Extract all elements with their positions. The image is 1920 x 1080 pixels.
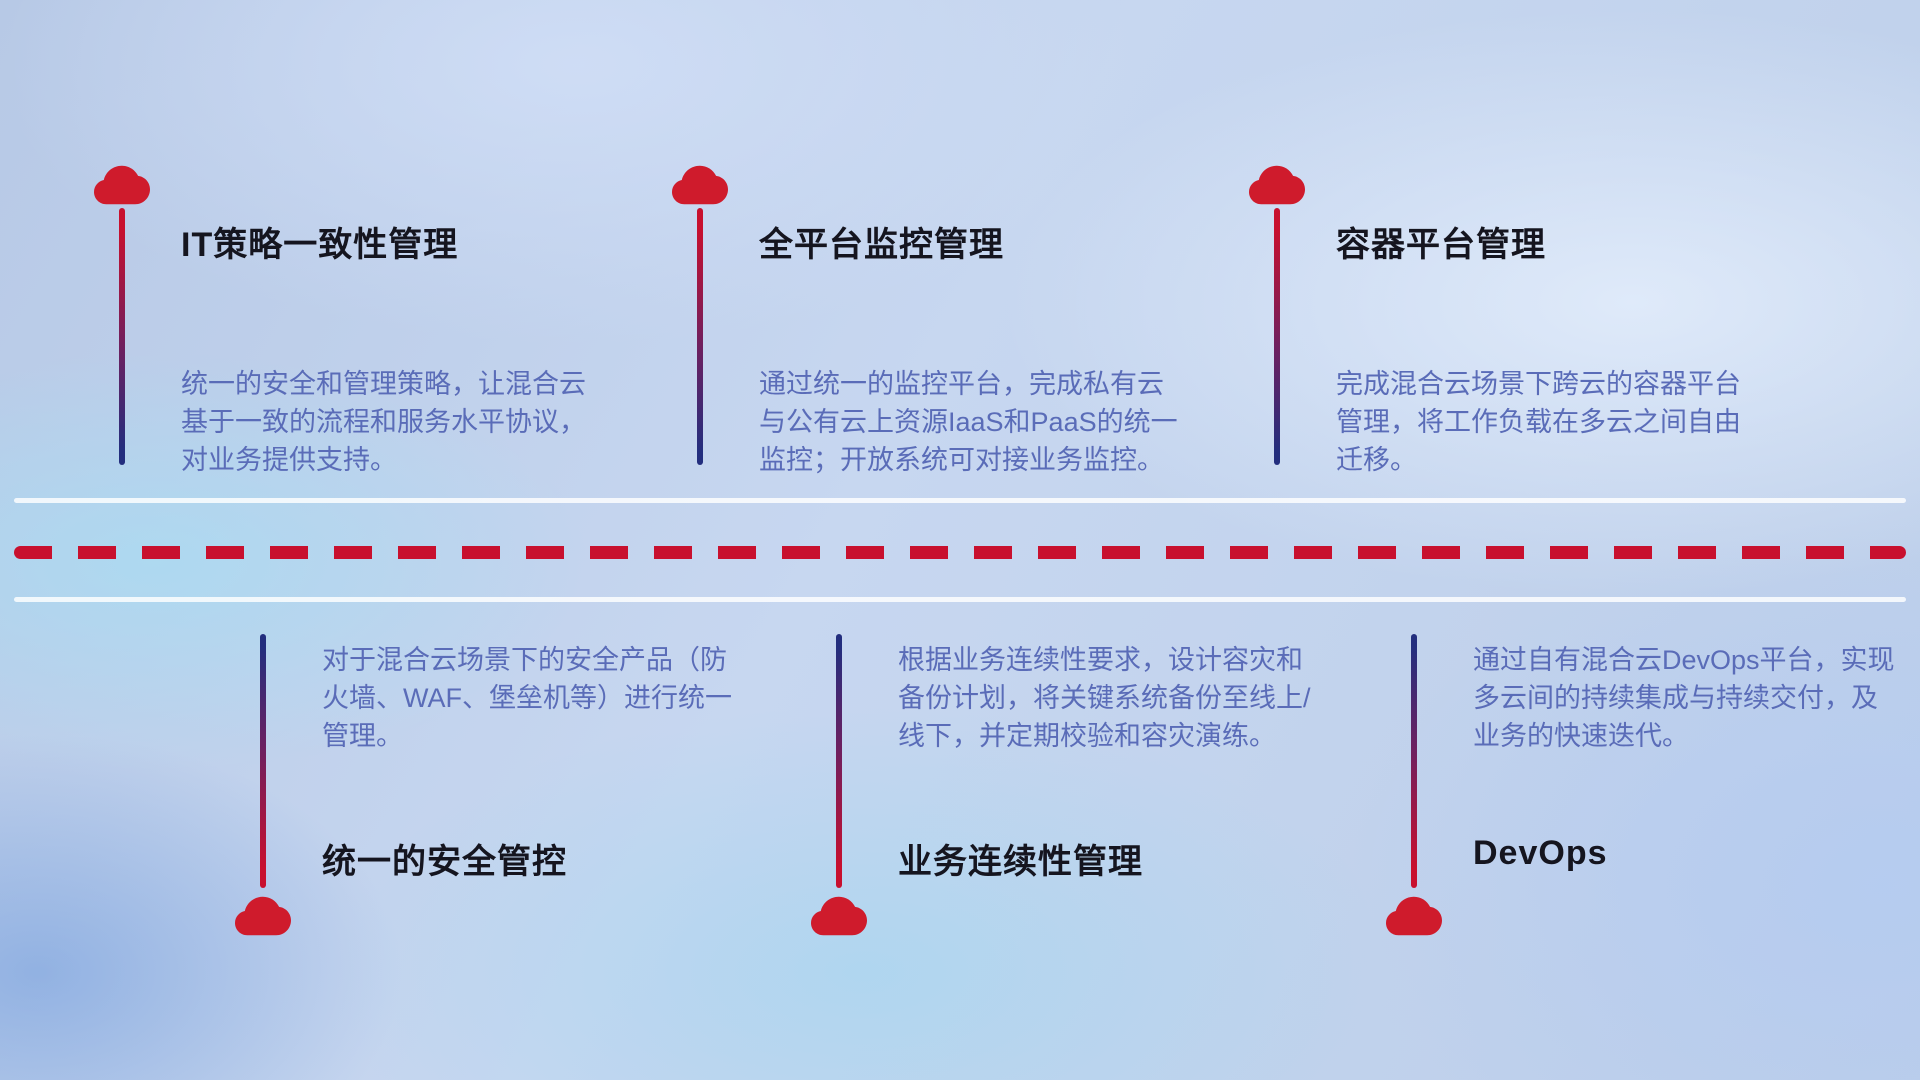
connector-line bbox=[1274, 208, 1280, 465]
feature-title: 全平台监控管理 bbox=[759, 226, 1004, 264]
connector-line bbox=[1411, 634, 1417, 888]
cloud-icon bbox=[94, 165, 150, 205]
cloud-icon bbox=[235, 896, 291, 936]
divider-line-upper bbox=[14, 498, 1906, 503]
feature-description: 对于混合云场景下的安全产品（防火墙、WAF、堡垒机等）进行统一管理。 bbox=[322, 645, 732, 751]
feature-item-it-policy: IT策略一致性管理 统一的安全和管理策略，让混合云基于一致的流程和服务水平协议，… bbox=[94, 165, 654, 665]
feature-item-monitoring: 全平台监控管理 通过统一的监控平台，完成私有云与公有云上资源IaaS和PaaS的… bbox=[672, 165, 1232, 665]
cloud-icon bbox=[1249, 165, 1305, 205]
feature-title: 容器平台管理 bbox=[1336, 226, 1546, 264]
feature-title: IT策略一致性管理 bbox=[181, 226, 459, 264]
connector-line bbox=[119, 208, 125, 465]
feature-item-container-platform: 容器平台管理 完成混合云场景下跨云的容器平台管理，将工作负载在多云之间自由迁移。 bbox=[1249, 165, 1809, 665]
feature-title: 业务连续性管理 bbox=[898, 843, 1143, 881]
cloud-icon bbox=[1386, 896, 1442, 936]
connector-line bbox=[836, 634, 842, 888]
feature-item-security-control: 对于混合云场景下的安全产品（防火墙、WAF、堡垒机等）进行统一管理。 统一的安全… bbox=[235, 630, 795, 1080]
feature-description: 通过统一的监控平台，完成私有云与公有云上资源IaaS和PaaS的统一监控；开放系… bbox=[759, 369, 1178, 475]
feature-item-business-continuity: 根据业务连续性要求，设计容灾和备份计划，将关键系统备份至线上/线下，并定期校验和… bbox=[811, 630, 1371, 1080]
feature-description: 统一的安全和管理策略，让混合云基于一致的流程和服务水平协议，对业务提供支持。 bbox=[181, 369, 586, 475]
feature-item-devops: 通过自有混合云DevOps平台，实现多云间的持续集成与持续交付，及业务的快速迭代… bbox=[1386, 630, 1920, 1080]
connector-line bbox=[697, 208, 703, 465]
timeline-dashed-line bbox=[14, 546, 1906, 559]
cloud-icon bbox=[811, 896, 867, 936]
cloud-icon bbox=[672, 165, 728, 205]
connector-line bbox=[260, 634, 266, 888]
feature-description: 通过自有混合云DevOps平台，实现多云间的持续集成与持续交付，及业务的快速迭代… bbox=[1473, 645, 1895, 751]
feature-title: 统一的安全管控 bbox=[322, 843, 567, 881]
feature-title: DevOps bbox=[1473, 834, 1608, 872]
feature-description: 根据业务连续性要求，设计容灾和备份计划，将关键系统备份至线上/线下，并定期校验和… bbox=[898, 645, 1311, 751]
divider-line-lower bbox=[14, 597, 1906, 602]
feature-description: 完成混合云场景下跨云的容器平台管理，将工作负载在多云之间自由迁移。 bbox=[1336, 369, 1741, 475]
